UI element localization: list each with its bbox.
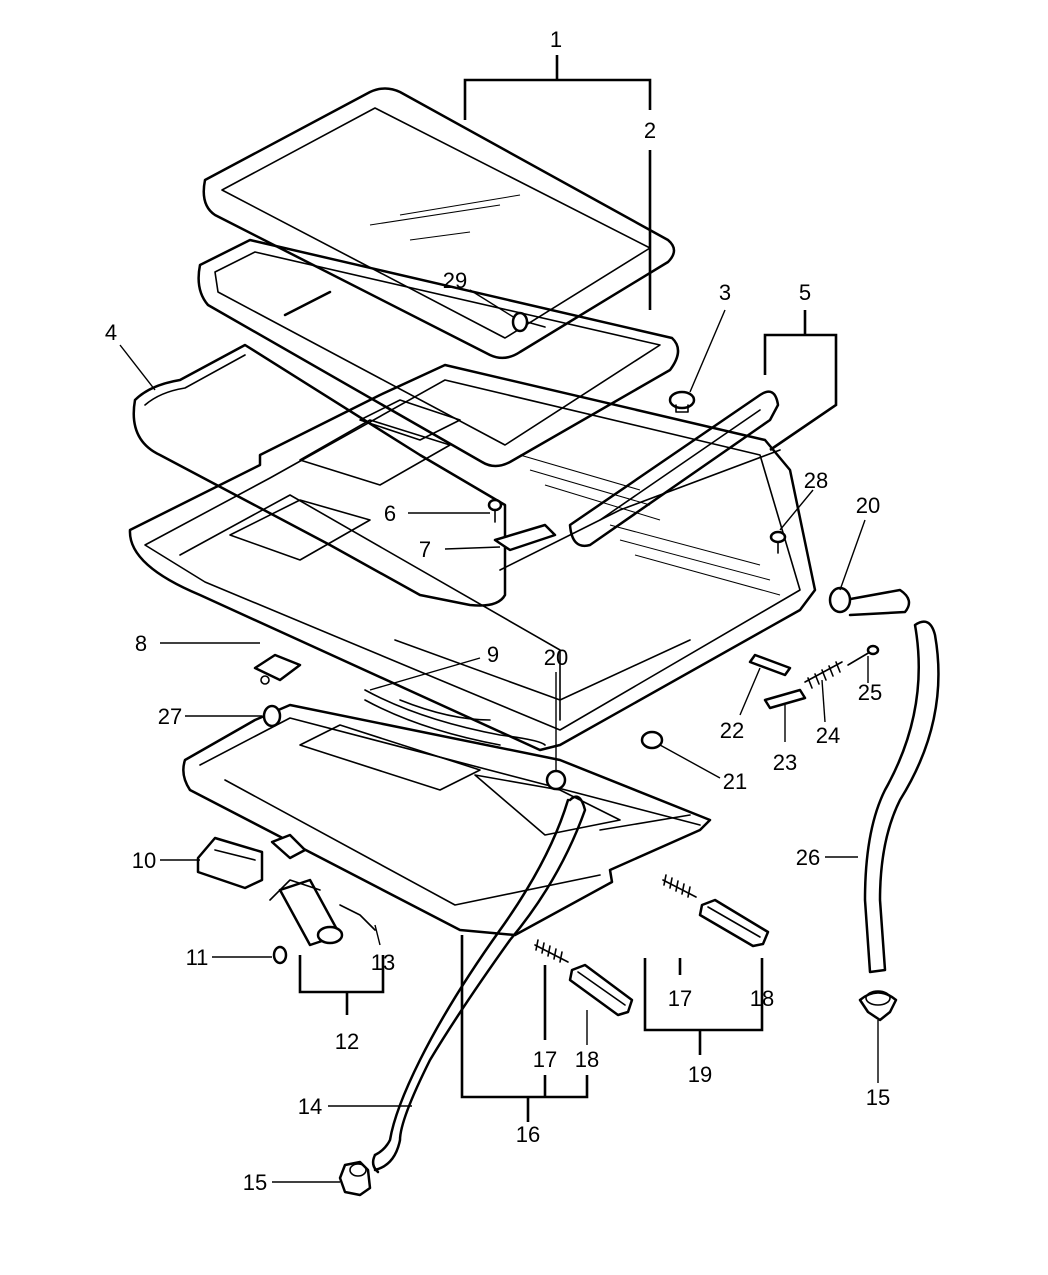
callout-13: 13	[371, 950, 395, 975]
spring-17-right	[662, 874, 697, 898]
callout-5: 5	[799, 280, 811, 305]
callout-10: 10	[132, 848, 156, 873]
glass-seal-frame	[197, 238, 680, 468]
callout-1: 1	[550, 27, 562, 52]
plug-21	[640, 730, 664, 750]
callout-27: 27	[158, 704, 182, 729]
callout-18-left: 18	[575, 1047, 599, 1072]
callout-23: 23	[773, 750, 797, 775]
callout-7: 7	[419, 537, 431, 562]
callout-4: 4	[105, 320, 117, 345]
callout-19: 19	[688, 1062, 712, 1087]
callout-20-right: 20	[856, 493, 880, 518]
callout-17-left: 17	[533, 1047, 557, 1072]
sunroof-frame-assembly	[128, 363, 817, 752]
leader-lines	[119, 289, 879, 1183]
slider-18-right	[698, 898, 770, 948]
callout-15-right: 15	[866, 1085, 890, 1110]
callout-2: 2	[644, 118, 656, 143]
callout-28: 28	[804, 468, 828, 493]
spring-17-left	[534, 939, 569, 963]
sunroof-glass-panel	[202, 87, 676, 360]
lower-tray-frame	[182, 703, 712, 937]
bracket-lines	[298, 55, 838, 1122]
bracket-8	[253, 653, 302, 685]
callout-21: 21	[723, 769, 747, 794]
plug-3	[668, 390, 696, 413]
callout-16: 16	[516, 1122, 540, 1147]
nut-27	[262, 704, 282, 728]
nut-20-center	[545, 769, 567, 791]
grommet-15-right	[858, 990, 898, 1022]
screw-11	[272, 945, 288, 965]
screw-28	[769, 530, 787, 554]
switch-10	[196, 836, 264, 890]
callout-6: 6	[384, 501, 396, 526]
slider-18-left	[568, 963, 634, 1017]
bolt-25	[847, 644, 880, 666]
clip-23	[763, 688, 807, 710]
bracket-7	[493, 523, 557, 552]
callout-11: 11	[186, 945, 209, 970]
callout-26: 26	[796, 845, 820, 870]
callout-17-right: 17	[668, 986, 692, 1011]
callout-22: 22	[720, 718, 744, 743]
callout-9: 9	[487, 642, 499, 667]
callout-29: 29	[443, 268, 467, 293]
motor-bracket	[270, 833, 307, 860]
front-drain-hose	[371, 795, 587, 1174]
callout-3: 3	[719, 280, 731, 305]
rear-drain-hose	[863, 620, 940, 974]
headliner-panel	[132, 343, 507, 607]
hose-connector	[828, 586, 911, 617]
wind-deflector	[499, 390, 781, 571]
callout-12: 12	[335, 1029, 359, 1054]
callout-18-right: 18	[750, 986, 774, 1011]
callout-24: 24	[816, 723, 840, 748]
motor-assembly	[269, 878, 376, 947]
callout-8: 8	[135, 631, 147, 656]
screw-6	[487, 498, 503, 523]
callout-labels: 1 2 29 3 5 4 28 20 6 7 8 9 20 27 25 22 2…	[105, 27, 890, 1195]
callout-25: 25	[858, 680, 882, 705]
callout-14: 14	[298, 1094, 322, 1119]
spring-24	[804, 661, 843, 689]
plate-22	[748, 653, 792, 677]
screw-29	[511, 311, 546, 333]
callout-15-left: 15	[243, 1170, 267, 1195]
callout-20-center: 20	[544, 645, 568, 670]
drive-cables	[364, 689, 546, 746]
grommet-15-left	[338, 1160, 372, 1197]
